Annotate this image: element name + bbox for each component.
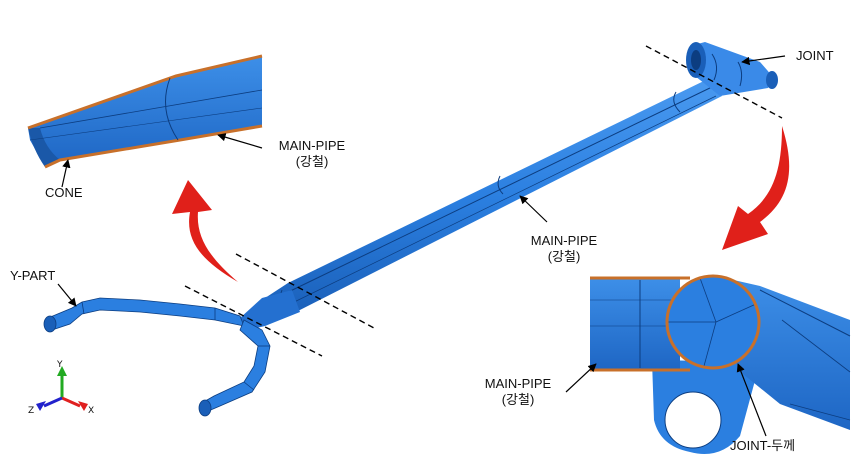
- joint-tip: [766, 71, 778, 89]
- y-part-right-branch: [199, 319, 271, 413]
- main-pipe-top-leader: [217, 133, 263, 149]
- cone-bottom-edge: [44, 124, 263, 169]
- cone-mesh-line: [39, 89, 263, 129]
- main-pipe-bottom-leader: [565, 363, 597, 393]
- arm-mesh-line: [789, 403, 851, 421]
- cone-top-edge: [27, 54, 263, 130]
- main-pipe-assembly: [240, 78, 722, 330]
- axis-z-label: Z: [28, 406, 35, 416]
- top-joint: [686, 42, 778, 96]
- y-part-end-right: [198, 399, 212, 417]
- axis-x-arrowhead: [78, 401, 88, 411]
- axis-triad: [36, 366, 88, 411]
- lower-cone: [240, 290, 300, 330]
- joint-seam: [737, 61, 743, 87]
- joint-seam: [711, 53, 718, 81]
- joint-flange: [690, 42, 774, 96]
- main-pipe-top-label: MAIN-PIPE (강철): [268, 138, 356, 170]
- main-pipe-mid-label: MAIN-PIPE (강철): [520, 233, 608, 265]
- red-callout-arrow-left: [172, 180, 238, 282]
- cone-label: CONE: [45, 185, 83, 200]
- arm-mesh-line: [759, 289, 851, 337]
- joint-thickness-leader: [736, 363, 767, 437]
- main-pipe-bottom-label-line1: MAIN-PIPE: [484, 376, 552, 391]
- joint-zoom-view: [590, 274, 851, 454]
- zoom-main-pipe: [590, 278, 680, 370]
- y-part-leader: [57, 283, 77, 307]
- cone-seam-line: [165, 77, 179, 141]
- ring-mesh-line: [715, 303, 757, 323]
- arm-mesh-line: [781, 319, 851, 373]
- main-pipe-top-label-line1: MAIN-PIPE: [278, 138, 346, 153]
- y-part-seam: [81, 301, 85, 315]
- main-pipe-bottom-label-line2: (강철): [501, 392, 535, 407]
- main-pipe-seam: [497, 175, 504, 195]
- cone-inner-shadow: [28, 128, 60, 167]
- main-pipe-seam: [673, 91, 681, 113]
- cone-leader: [61, 159, 71, 188]
- joint-leader: [741, 55, 786, 66]
- axis-z-arrowhead: [36, 401, 46, 411]
- main-pipe-mid-leader: [519, 195, 548, 223]
- joint-ring-edge: [665, 274, 761, 370]
- main-pipe-mid-label-line2: (강철): [547, 249, 581, 264]
- y-part-seam: [243, 381, 255, 391]
- main-pipe-top-label-line2: (강철): [295, 154, 329, 169]
- axis-y-arrowhead: [57, 366, 67, 376]
- red-callout-arrow-right: [722, 126, 790, 250]
- y-part: [43, 297, 271, 417]
- lug-hole: [665, 392, 721, 448]
- axis-y-label: Y: [57, 360, 63, 370]
- lug-hole-edge: [664, 391, 722, 449]
- axis-z-line: [43, 396, 63, 408]
- cone-mesh-line: [29, 107, 263, 141]
- joint-thickness-label: JOINT-두께: [730, 438, 796, 453]
- main-pipe-top-line: [279, 85, 715, 297]
- axis-x-line: [61, 396, 81, 408]
- ring-mesh-line: [703, 321, 717, 367]
- y-part-label: Y-PART: [10, 268, 56, 283]
- section-cut-line-3: [645, 45, 783, 119]
- main-pipe-mid-line: [285, 95, 717, 307]
- section-cut-line-2: [235, 253, 375, 329]
- ring-mesh-line: [699, 277, 717, 323]
- cone-surface: [28, 56, 262, 167]
- y-part-end-left: [43, 315, 57, 333]
- section-cut-line-1: [184, 285, 323, 357]
- main-pipe-bottom-label: MAIN-PIPE (강철): [474, 376, 562, 408]
- main-pipe-mid-label-line1: MAIN-PIPE: [530, 233, 598, 248]
- axis-x-label: X: [88, 406, 95, 416]
- joint-flange-hole: [691, 50, 701, 70]
- cone-zoom-view: [27, 54, 263, 169]
- joint-label: JOINT: [796, 48, 834, 63]
